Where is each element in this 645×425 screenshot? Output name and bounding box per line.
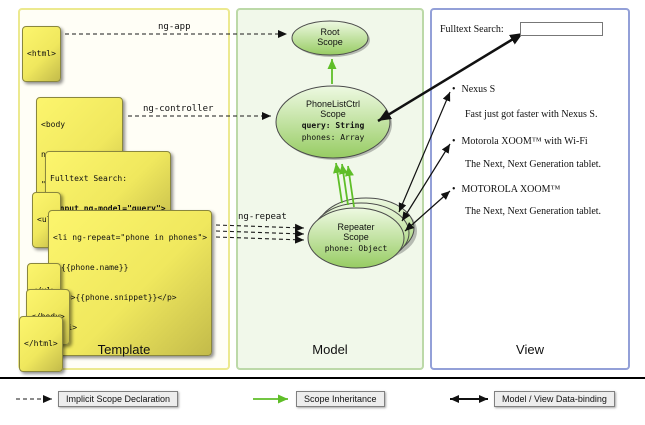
view-item-text: Nexus S — [461, 84, 496, 95]
scope-property: phones: Array — [301, 133, 365, 142]
scope-title-line: Repeater — [337, 222, 375, 232]
view-item-text: MOTOROLA XOOM™ — [461, 184, 561, 195]
root-scope-label: Root Scope — [292, 27, 368, 47]
view-item-text: Fast just got faster with Nexus S. — [465, 109, 598, 120]
fulltext-search-input[interactable] — [520, 22, 603, 36]
code-text: </li> — [53, 323, 207, 333]
code-text: {{phone.name}} — [61, 263, 129, 272]
legend-inheritance-label: Scope Inheritance — [296, 391, 385, 407]
code-text: <li ng-repeat="phone in phones"> — [53, 233, 208, 242]
phonelist-scope-label: PhoneListCtrl Scope query: String phones… — [276, 99, 390, 143]
code-text: <p>{{phone.snippet}}</p> — [61, 293, 177, 302]
view-list-item: The Next, Next Generation tablet. — [452, 206, 628, 217]
view-list-item: Motorola XOOM™ with Wi-Fi — [452, 136, 628, 147]
code-li-repeat-box: <li ng-repeat="phone in phones"> {{phone… — [48, 210, 213, 356]
view-list-item: Fast just got faster with Nexus S. — [452, 109, 628, 120]
ng-repeat-label: ng-repeat — [238, 212, 287, 222]
code-text: <body — [41, 120, 66, 129]
code-text: <html> — [27, 49, 56, 58]
scope-property: query: String — [301, 121, 365, 130]
ng-app-label: ng-app — [158, 22, 191, 32]
model-column — [236, 8, 424, 370]
code-text: <ul> — [37, 215, 57, 224]
model-column-label: Model — [312, 342, 348, 357]
code-html-open-box: <html> — [22, 26, 61, 82]
view-item-text: The Next, Next Generation tablet. — [465, 159, 602, 170]
scope-title-line: Scope — [343, 232, 369, 242]
view-column-label: View — [516, 342, 544, 357]
scope-title-line: Scope — [317, 37, 343, 47]
view-item-text: The Next, Next Generation tablet. — [465, 206, 602, 217]
code-text: <input ng-model="query"> — [50, 204, 166, 213]
view-list-item: MOTOROLA XOOM™ — [452, 184, 628, 195]
view-list-item: Nexus S — [452, 84, 628, 95]
legend-databinding-label: Model / View Data-binding — [494, 391, 615, 407]
legend-implicit-label: Implicit Scope Declaration — [58, 391, 179, 407]
legend-divider — [0, 377, 645, 379]
code-html-close-box: </html> — [19, 316, 63, 372]
ng-controller-label: ng-controller — [143, 104, 214, 114]
view-list-item: The Next, Next Generation tablet. — [452, 159, 628, 170]
repeater-scope-label: Repeater Scope phone: Object — [308, 222, 404, 254]
scope-title-line: PhoneListCtrl — [305, 99, 361, 109]
view-search-label: Fulltext Search: — [440, 24, 504, 35]
scope-title-line: Root — [320, 27, 340, 37]
view-item-text: Motorola XOOM™ with Wi-Fi — [461, 136, 588, 147]
template-column-label: Template — [97, 342, 151, 357]
code-text: Fulltext Search: — [50, 174, 128, 183]
scope-property: phone: Object — [324, 244, 388, 253]
scope-title-line: Scope — [320, 109, 346, 119]
code-text: </html> — [24, 339, 58, 348]
